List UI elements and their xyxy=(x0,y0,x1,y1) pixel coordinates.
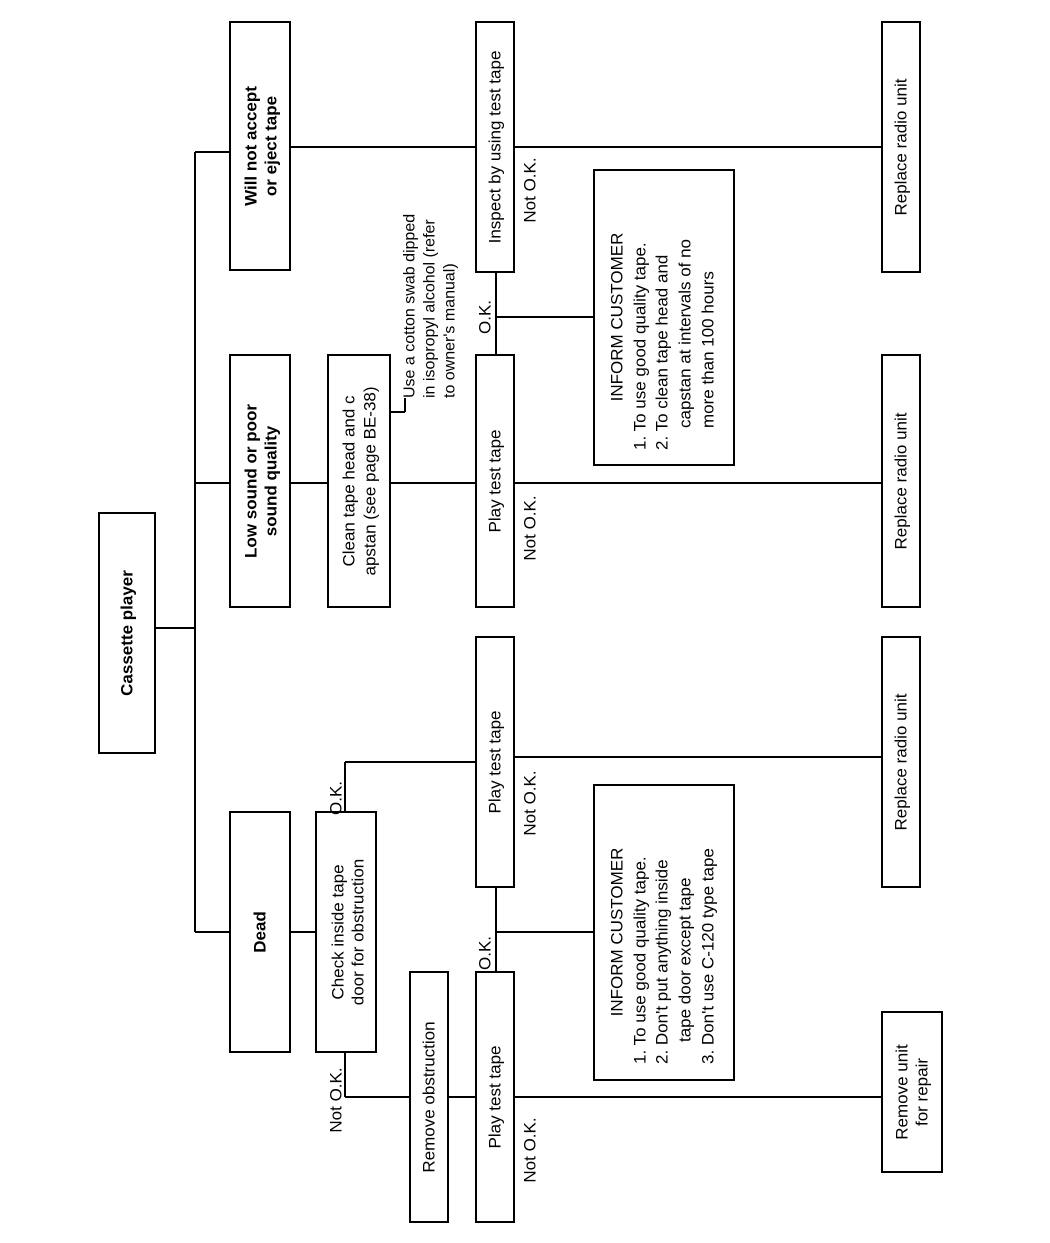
remove-unit-node: Remove unit for repair xyxy=(881,1011,943,1173)
dead-inform-line-3: 2. Don't put anything inside xyxy=(653,859,672,1064)
inspect-test-tape-label: Inspect by using test tape xyxy=(486,51,505,244)
cotton-swab-note-line-2: in isopropyl alcohol (refer xyxy=(422,219,439,398)
eject-inform-line-2: 1. To use good quality tape. xyxy=(631,242,650,450)
branch-labels: O.K. Not O.K. O.K. Not O.K. Not O.K. Not… xyxy=(327,157,540,1182)
eject-replace-radio-unit: Replace radio unit xyxy=(881,21,921,273)
low-sound-replace-radio-unit: Replace radio unit xyxy=(881,354,921,608)
not-ok-label-dead-upper: Not O.K. xyxy=(521,770,540,835)
not-ok-label-eject: Not O.K. xyxy=(521,157,540,222)
dead-replace-radio-unit: Replace radio unit xyxy=(881,636,921,888)
remove-unit-line-2: for repair xyxy=(913,1058,932,1126)
check-obstruction-node: Check inside tape door for obstruction xyxy=(315,811,377,1053)
dead-inform-line-1: INFORM CUSTOMER xyxy=(608,848,627,1017)
dead-inform-customer: INFORM CUSTOMER 1. To use good quality t… xyxy=(593,784,735,1081)
dead-inform-line-2: 1. To use good quality tape. xyxy=(631,856,650,1064)
clean-tape-head-line-2: apstan (see page BE-38) xyxy=(361,386,380,575)
cotton-swab-note-line-1: Use a cotton swab dipped xyxy=(402,214,419,398)
not-ok-label-check: Not O.K. xyxy=(327,1067,346,1132)
check-obstruction-line-2: door for obstruction xyxy=(349,859,368,1005)
dead-play-test-tape-upper-label: Play test tape xyxy=(486,710,505,813)
eject-inform-line-4: capstan at intervals of no xyxy=(676,239,695,428)
ok-label-low-sound: O.K. xyxy=(476,300,495,334)
dead-inform-line-5: 3. Don't use C-120 type tape xyxy=(699,848,718,1064)
low-sound-play-test-tape-label: Play test tape xyxy=(486,429,505,532)
symptom-low-sound-line-2: sound quality xyxy=(262,425,281,536)
check-obstruction-line-1: Check inside tape xyxy=(329,864,348,999)
not-ok-label-dead-lower: Not O.K. xyxy=(521,1117,540,1182)
symptom-eject-line-2: or eject tape xyxy=(262,96,281,196)
eject-inform-customer: INFORM CUSTOMER 1. To use good quality t… xyxy=(593,169,735,466)
ok-label-check: O.K. xyxy=(327,781,346,815)
dead-inform-line-4: tape door except tape xyxy=(676,878,695,1042)
clean-tape-head-node: Clean tape head and c apstan (see page B… xyxy=(327,354,391,608)
symptom-eject: Will not accept or eject tape xyxy=(229,21,291,271)
eject-inform-line-5: more than 100 hours xyxy=(699,271,718,428)
low-sound-play-test-tape: Play test tape xyxy=(475,354,515,608)
remove-obstruction-label: Remove obstruction xyxy=(420,1021,439,1172)
dead-replace-label: Replace radio unit xyxy=(892,693,911,830)
dead-play-test-tape-lower: Play test tape xyxy=(475,971,515,1223)
inspect-test-tape-node: Inspect by using test tape xyxy=(475,21,515,273)
symptom-low-sound-line-1: Low sound or poor xyxy=(242,404,261,558)
eject-inform-line-1: INFORM CUSTOMER xyxy=(608,233,627,402)
remove-obstruction-node: Remove obstruction xyxy=(409,971,449,1223)
symptom-dead-label: Dead xyxy=(251,911,270,953)
symptom-low-sound: Low sound or poor sound quality xyxy=(229,354,291,608)
not-ok-label-low-sound: Not O.K. xyxy=(521,495,540,560)
ok-label-dead-lower: O.K. xyxy=(476,936,495,970)
root-node: Cassette player xyxy=(98,512,156,754)
symptom-eject-line-1: Will not accept xyxy=(242,86,261,206)
eject-inform-line-3: 2. To clean tape head and xyxy=(653,255,672,450)
remove-unit-line-1: Remove unit xyxy=(893,1044,912,1140)
connectors xyxy=(155,146,882,1098)
low-sound-replace-label: Replace radio unit xyxy=(892,412,911,549)
dead-play-test-tape-lower-label: Play test tape xyxy=(486,1045,505,1148)
eject-replace-label: Replace radio unit xyxy=(892,78,911,215)
cotton-swab-note-line-3: to owner's manual) xyxy=(442,263,459,398)
root-label: Cassette player xyxy=(118,570,137,696)
dead-play-test-tape-upper: Play test tape xyxy=(475,636,515,888)
clean-tape-head-line-1: Clean tape head and c xyxy=(340,395,359,567)
symptom-dead: Dead xyxy=(229,811,291,1053)
cotton-swab-note: Use a cotton swab dipped in isopropyl al… xyxy=(402,214,459,398)
